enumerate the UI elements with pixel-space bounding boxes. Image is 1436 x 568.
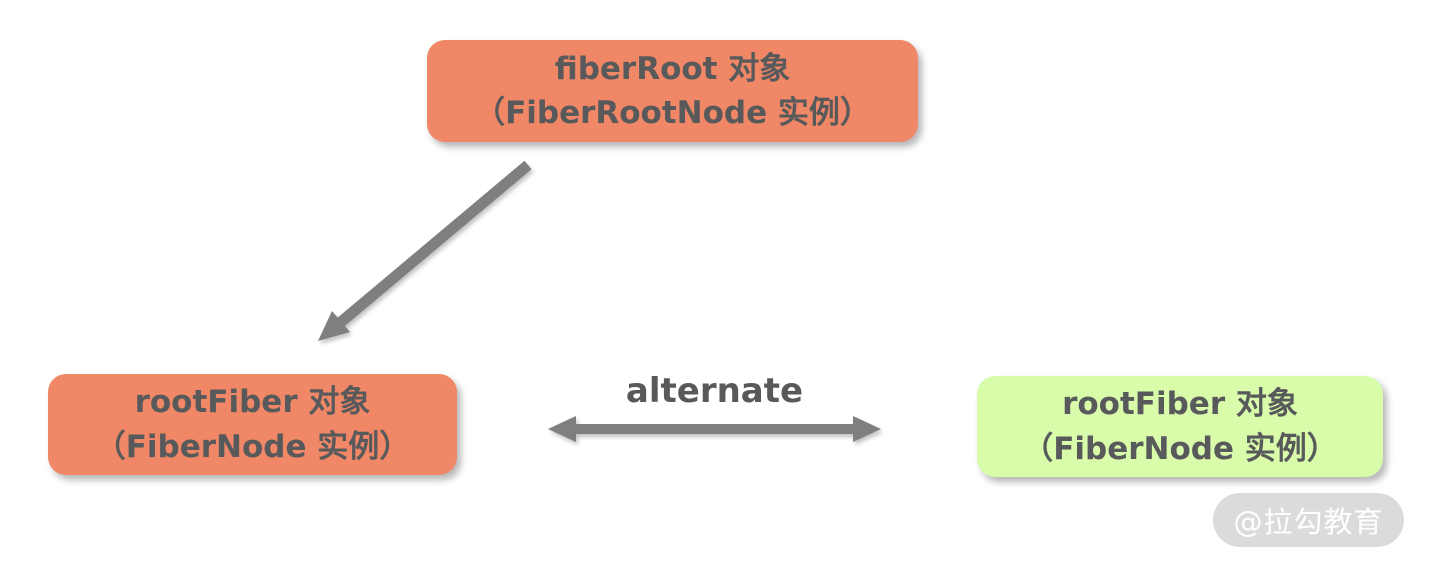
arrowhead-left-icon [548, 416, 576, 442]
edge-fiberroot-to-rootfiber [318, 160, 532, 341]
edge-alternate-double-arrow [548, 416, 881, 442]
arrowhead-right-icon [853, 416, 881, 442]
node-rootfiber-current-line2: （FiberNode 实例） [94, 428, 411, 465]
alternate-edge-label: alternate [625, 371, 804, 411]
node-fiberroot-line1: fiberRoot 对象 [554, 50, 791, 87]
arrow-shaft [337, 160, 532, 327]
node-rootfiber-current: rootFiber 对象 （FiberNode 实例） [48, 374, 457, 475]
node-fiberroot: fiberRoot 对象 （FiberRootNode 实例） [427, 40, 918, 142]
watermark-badge: @拉勾教育 [1213, 493, 1404, 547]
node-rootfiber-current-line1: rootFiber 对象 [134, 384, 371, 421]
node-fiberroot-line2: （FiberRootNode 实例） [474, 95, 871, 131]
watermark-text: @拉勾教育 [1233, 505, 1384, 539]
arrowhead-down-left-icon [318, 311, 350, 341]
node-rootfiber-alternate-line1: rootFiber 对象 [1062, 386, 1298, 423]
node-rootfiber-alternate-line2: （FiberNode 实例） [1022, 430, 1338, 467]
node-rootfiber-alternate: rootFiber 对象 （FiberNode 实例） [977, 376, 1383, 477]
